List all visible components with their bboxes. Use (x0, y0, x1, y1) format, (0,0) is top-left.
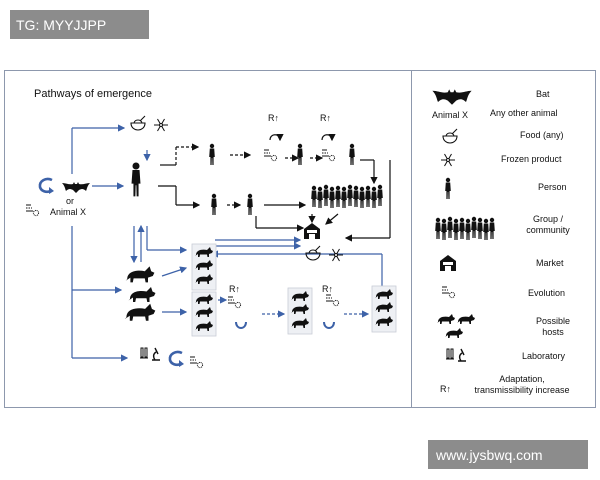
person-icon (247, 193, 253, 215)
legend-person-icon (445, 177, 451, 199)
source-animal-x-label: Animal X (50, 207, 87, 217)
legend-snowflake-icon (440, 153, 456, 167)
person-icon (209, 143, 215, 165)
snowflake-icon (153, 118, 169, 132)
adaptation-marker: R↑ (268, 113, 279, 123)
person-icon (211, 193, 217, 215)
legend-adaptation-label: Adaptation, transmissibility increase (474, 374, 570, 395)
legend-food-label: Food (any) (520, 130, 564, 140)
snowflake-icon (328, 248, 344, 262)
black-arrows (158, 133, 391, 242)
evolution-icon (227, 296, 242, 309)
watermark-top: TG: MYYJJPP (10, 10, 149, 39)
food-bowl-icon (130, 115, 146, 131)
person-icon (349, 143, 355, 165)
legend-market-icon (440, 255, 456, 271)
adaptation-marker: R↑ (322, 284, 333, 294)
host-box-3 (287, 287, 313, 335)
legend-adaptation-symbol: R↑ (440, 384, 451, 394)
host-box-4 (371, 285, 397, 333)
legend-evolution-icon (441, 286, 456, 299)
blue-arrows (71, 124, 383, 362)
refresh-arrow-icon (38, 177, 56, 196)
legend-hosts-icon (437, 314, 475, 338)
refresh-arrow-icon (168, 350, 186, 369)
market-icon (304, 223, 320, 239)
refresh-arrow-icon (235, 321, 247, 329)
legend-microscope-icon (445, 348, 467, 362)
legend-crowd-icon (435, 216, 495, 240)
watermark-bottom: www.jysbwq.com (428, 440, 588, 469)
legend-person-label: Person (538, 182, 567, 192)
person-icon (297, 143, 303, 165)
figure-frame (4, 70, 596, 408)
adaptation-marker: R↑ (320, 113, 331, 123)
possible-hosts-group (124, 266, 156, 321)
legend-hosts-label: Possible hosts (535, 316, 571, 337)
legend-animal-x-label: Animal X (432, 110, 469, 120)
legend-divider (411, 70, 412, 408)
refresh-arrow-icon (323, 321, 335, 329)
legend-frozen-label: Frozen product (501, 154, 562, 164)
evolution-icon (325, 294, 340, 307)
bat-icon (62, 182, 90, 193)
evolution-icon (263, 149, 278, 162)
food-bowl-icon (305, 245, 321, 261)
evolution-icon (189, 356, 204, 369)
adaptation-marker: R↑ (229, 284, 240, 294)
legend-other-animal-label: Any other animal (490, 108, 558, 118)
legend-evolution-label: Evolution (528, 288, 566, 298)
host-box-2 (191, 291, 217, 337)
legend-bat-icon (432, 89, 472, 105)
evolution-icon (321, 149, 336, 162)
source-or-label: or (66, 196, 75, 206)
crowd-icon (311, 184, 383, 208)
legend-group-label: Group / community (526, 214, 570, 235)
person-icon (131, 162, 141, 197)
legend-food-icon (442, 128, 458, 144)
host-box-1 (191, 243, 217, 291)
microscope-icon (139, 347, 161, 361)
legend-market-label: Market (536, 258, 564, 268)
legend-bat-label: Bat (536, 89, 550, 99)
diagram-title: Pathways of emergence (34, 88, 153, 100)
evolution-icon (25, 204, 40, 217)
legend-laboratory-label: Laboratory (522, 351, 566, 361)
